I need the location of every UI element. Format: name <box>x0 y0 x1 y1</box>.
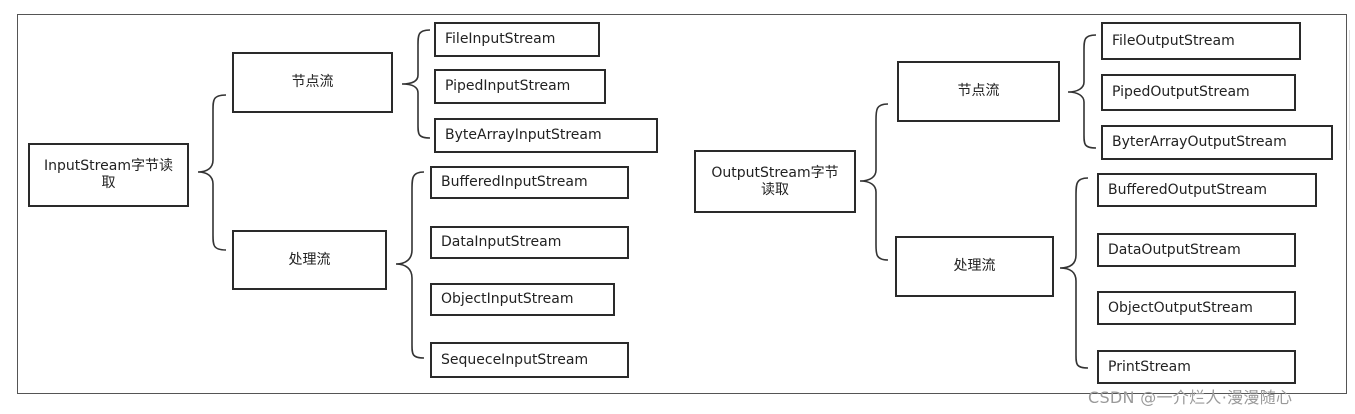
input-process-stream: ObjectInputStream <box>430 283 615 316</box>
stream-label: ObjectOutputStream <box>1108 299 1253 316</box>
brace-output-root <box>859 103 889 261</box>
output-process-group: 处理流 <box>895 236 1054 297</box>
output-process-stream: PrintStream <box>1097 350 1296 384</box>
stream-label: SequeceInputStream <box>441 351 589 368</box>
brace-input-root <box>197 94 227 251</box>
stream-label: PipedOutputStream <box>1112 84 1250 100</box>
input-node-group-label: 节点流 <box>291 74 334 90</box>
output-root-label: OutputStream字节读取 <box>711 164 839 198</box>
stream-label: ObjectInputStream <box>441 291 574 307</box>
input-node-stream: ByteArrayInputStream <box>434 118 658 153</box>
output-node-stream: ByterArrayOutputStream <box>1101 125 1333 160</box>
brace-output-node <box>1067 34 1097 149</box>
output-node-stream: PipedOutputStream <box>1101 74 1296 111</box>
csdn-watermark: CSDN @一介烂人·漫漫随心 <box>1088 388 1293 407</box>
brace-input-process <box>395 171 425 359</box>
input-process-stream: DataInputStream <box>430 226 629 259</box>
input-process-stream: BufferedInputStream <box>430 166 629 199</box>
stream-label: BufferedOutputStream <box>1108 181 1267 198</box>
output-process-group-label: 处理流 <box>953 258 996 274</box>
input-node-stream: FileInputStream <box>434 22 600 57</box>
stream-label: ByteArrayInputStream <box>445 127 602 143</box>
stream-label: PrintStream <box>1108 358 1191 375</box>
output-process-stream: ObjectOutputStream <box>1097 291 1296 325</box>
output-node-group-label: 节点流 <box>957 83 1000 99</box>
input-process-group: 处理流 <box>232 230 387 290</box>
stream-label: DataInputStream <box>441 234 562 250</box>
stream-label: FileOutputStream <box>1112 32 1235 49</box>
stream-label: FileInputStream <box>445 31 556 47</box>
output-root-node: OutputStream字节读取 <box>694 150 856 213</box>
input-root-node: InputStream字节读取 <box>28 143 189 207</box>
output-node-group: 节点流 <box>897 61 1060 122</box>
stream-label: BufferedInputStream <box>441 174 588 190</box>
stream-label: DataOutputStream <box>1108 241 1241 258</box>
input-process-group-label: 处理流 <box>288 251 331 268</box>
stream-label: ByterArrayOutputStream <box>1112 134 1287 150</box>
input-node-group: 节点流 <box>232 52 393 113</box>
output-process-stream: BufferedOutputStream <box>1097 173 1317 207</box>
edge-mark <box>1349 30 1354 150</box>
brace-input-node <box>401 29 431 139</box>
output-process-stream: DataOutputStream <box>1097 233 1296 267</box>
input-process-stream: SequeceInputStream <box>430 342 629 378</box>
diagram-frame <box>17 14 1347 394</box>
brace-output-process <box>1059 177 1089 369</box>
stream-label: PipedInputStream <box>445 78 571 94</box>
input-node-stream: PipedInputStream <box>434 69 606 104</box>
input-root-label: InputStream字节读取 <box>44 158 173 191</box>
output-node-stream: FileOutputStream <box>1101 22 1301 60</box>
